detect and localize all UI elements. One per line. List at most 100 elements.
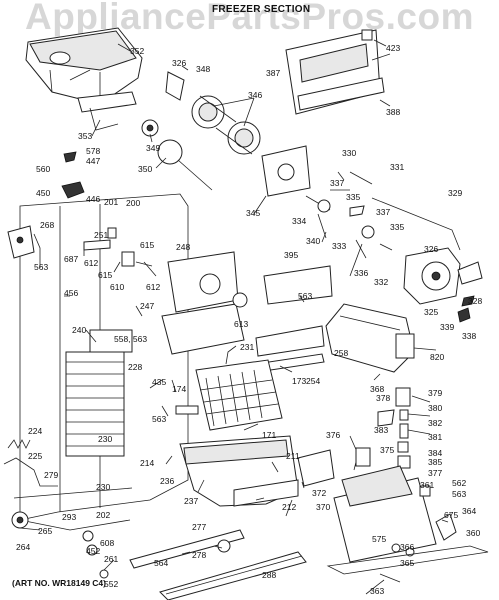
callout-446: 446 — [86, 194, 100, 204]
callout-329: 329 — [448, 188, 462, 198]
callout-345: 345 — [246, 208, 260, 218]
callout-236: 236 — [160, 476, 174, 486]
small-parts-right — [457, 295, 475, 323]
callout-820: 820 — [430, 352, 444, 362]
callout-452: 452 — [86, 546, 100, 556]
callout-370: 370 — [316, 502, 330, 512]
callout-610: 610 — [110, 282, 124, 292]
callout-563c: 563 — [152, 414, 166, 424]
callout-247: 247 — [140, 301, 154, 311]
callout-268: 268 — [40, 220, 54, 230]
callout-364: 364 — [462, 506, 476, 516]
linkage-parts — [317, 199, 393, 259]
callout-378: 378 — [376, 393, 390, 403]
wire-basket-part — [175, 359, 283, 431]
callout-387: 387 — [266, 68, 280, 78]
callout-360: 360 — [466, 528, 480, 538]
spring-part — [3, 439, 58, 487]
callout-564: 564 — [154, 558, 168, 568]
control-parts — [83, 227, 153, 267]
callout-552: 552 — [104, 579, 118, 589]
auger-motor-part — [403, 247, 483, 305]
callout-171: 171 — [262, 430, 276, 440]
callout-372: 372 — [312, 488, 326, 498]
auger-part — [77, 91, 137, 131]
callout-613: 613 — [234, 319, 248, 329]
callout-254: 254 — [306, 376, 320, 386]
callout-279: 279 — [44, 470, 58, 480]
callout-228: 228 — [128, 362, 142, 372]
callout-340: 340 — [306, 236, 320, 246]
callout-350: 350 — [138, 164, 152, 174]
callout-326b: 326 — [424, 244, 438, 254]
callout-615b: 615 — [140, 240, 154, 250]
callout-336: 336 — [354, 268, 368, 278]
callout-366: 366 — [400, 542, 414, 552]
callout-261: 261 — [104, 554, 118, 564]
callout-326: 326 — [172, 58, 186, 68]
dispenser-control-parts — [349, 387, 411, 471]
callout-331: 331 — [390, 162, 404, 172]
callout-214: 214 — [140, 458, 154, 468]
callout-450: 450 — [36, 188, 50, 198]
callout-612a: 612 — [84, 258, 98, 268]
callout-563a: 563 — [34, 262, 48, 272]
callout-383: 383 — [374, 425, 388, 435]
callout-237: 237 — [184, 496, 198, 506]
callout-608: 608 — [100, 538, 114, 548]
callout-288: 288 — [262, 570, 276, 580]
callout-265: 265 — [38, 526, 52, 536]
thermostat-part — [7, 225, 35, 259]
callout-560: 560 — [36, 164, 50, 174]
callout-563d: 563 — [452, 489, 466, 499]
callout-325: 325 — [424, 307, 438, 317]
callout-352: 352 — [130, 46, 144, 56]
callout-558-563: 558, 563 — [114, 334, 147, 344]
callout-384: 384 — [428, 448, 442, 458]
callout-200: 200 — [126, 198, 140, 208]
callout-346: 346 — [248, 90, 262, 100]
callout-381: 381 — [428, 432, 442, 442]
art-number: (ART NO. WR18149 C4) — [12, 578, 106, 588]
bin-handle-part — [159, 551, 307, 600]
callout-230b: 230 — [96, 482, 110, 492]
callout-248: 248 — [176, 242, 190, 252]
ice-bucket-part — [25, 27, 143, 105]
callout-173: 173 — [292, 376, 306, 386]
callout-423: 423 — [386, 43, 400, 53]
callout-230: 230 — [98, 434, 112, 444]
callout-201: 201 — [104, 197, 118, 207]
callout-388: 388 — [386, 107, 400, 117]
callout-380: 380 — [428, 403, 442, 413]
callout-251: 251 — [94, 230, 108, 240]
cam-parts — [61, 151, 85, 199]
grille-part — [263, 265, 333, 305]
callout-330: 330 — [342, 148, 356, 158]
callout-615a: 615 — [98, 270, 112, 280]
callout-332: 332 — [374, 277, 388, 287]
callout-labels: 352 326 348 346 353 349 350 578 447 560 … — [16, 43, 482, 596]
callout-212: 212 — [282, 502, 296, 512]
callout-258: 258 — [334, 348, 348, 358]
fan-shroud-part — [161, 251, 248, 355]
callout-385: 385 — [428, 457, 442, 467]
callout-562: 562 — [452, 478, 466, 488]
callout-456: 456 — [64, 288, 78, 298]
ice-bin-part — [179, 435, 299, 507]
leader-lines — [19, 39, 449, 595]
callout-348: 348 — [196, 64, 210, 74]
callout-379: 379 — [428, 388, 442, 398]
linkage-rod — [349, 171, 461, 251]
callout-278: 278 — [192, 550, 206, 560]
callout-447: 447 — [86, 156, 100, 166]
motor-mount-part — [261, 145, 350, 211]
callout-675: 675 — [444, 510, 458, 520]
callout-349: 349 — [146, 143, 160, 153]
dispenser-door-part — [285, 29, 385, 115]
callout-377: 377 — [428, 468, 442, 478]
callout-361: 361 — [420, 480, 434, 490]
callout-202: 202 — [96, 510, 110, 520]
callout-435: 435 — [152, 377, 166, 387]
callout-293: 293 — [62, 512, 76, 522]
